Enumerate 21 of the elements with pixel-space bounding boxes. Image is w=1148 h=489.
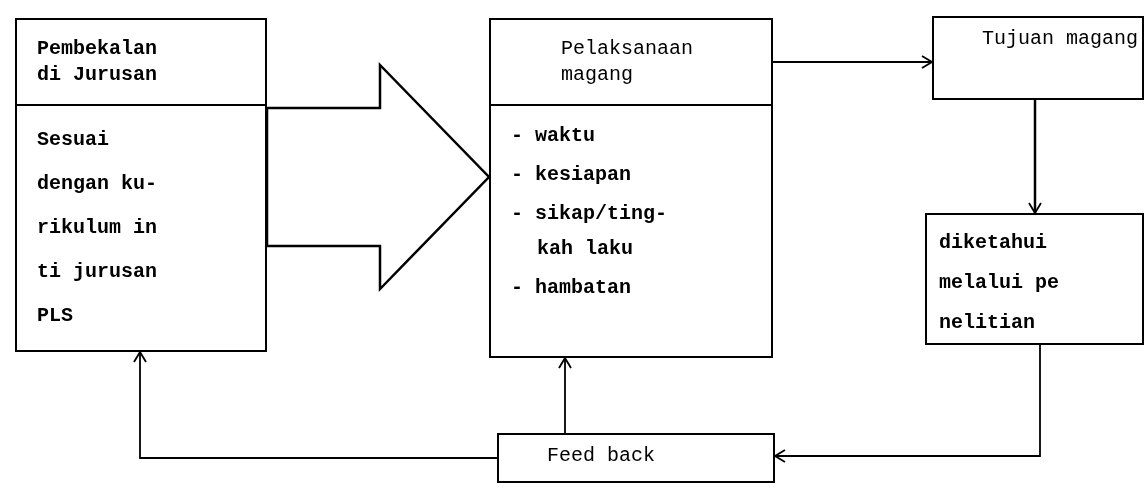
text-box: [925, 213, 1144, 345]
process-box: [489, 18, 773, 358]
arrow: [1028, 100, 1042, 214]
list-item: - sikap/ting- kah laku: [511, 201, 669, 262]
box-text: Tujuan magang: [982, 26, 1140, 52]
box-text: Feed back: [547, 443, 657, 469]
arrow: [772, 55, 933, 69]
list-item: - kesiapan: [511, 162, 633, 188]
process-box: [15, 18, 267, 352]
box-heading: Pembekalan di Jurusan: [37, 36, 159, 88]
arrow: [558, 357, 572, 434]
box-body-text: Sesuai dengan ku- rikulum in ti jurusan PLS: [37, 127, 159, 329]
text-box: [932, 16, 1144, 100]
arrow: [774, 344, 1041, 463]
list-item: - hambatan: [511, 275, 633, 301]
arrow: [133, 351, 498, 459]
block-arrow: [265, 61, 491, 293]
list-item: - waktu: [511, 123, 596, 149]
box-heading: Pelaksanaan magang: [561, 36, 695, 88]
text-box: [497, 433, 775, 483]
box-text: diketahui melalui pe nelitian: [939, 230, 1061, 336]
